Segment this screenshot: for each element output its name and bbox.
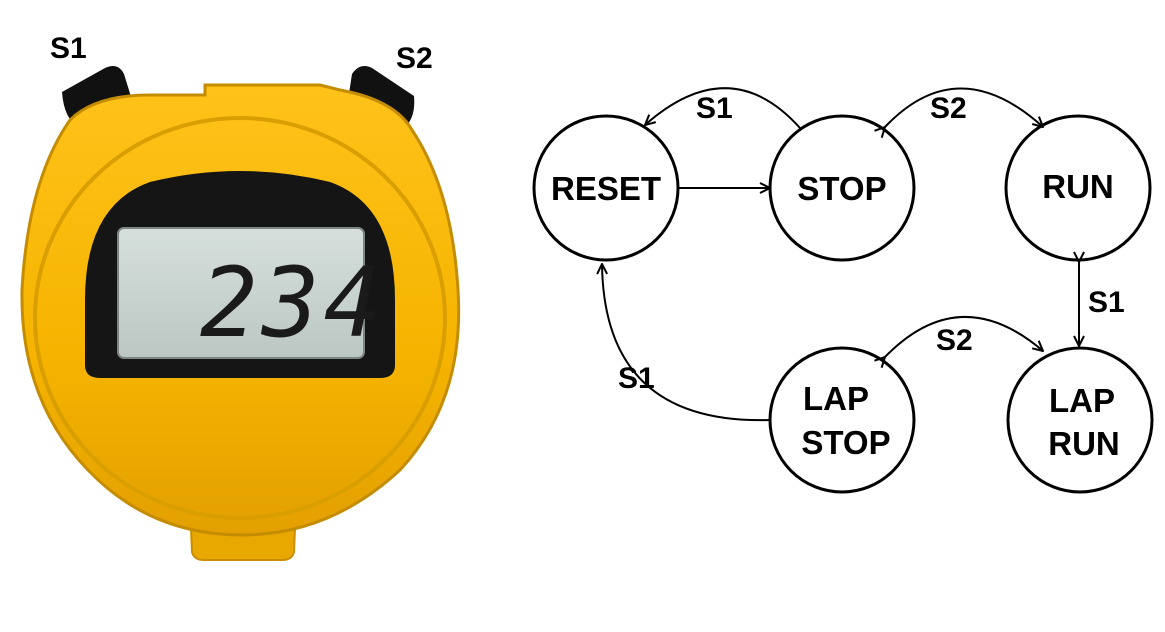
state-lap-run-label-1: LAP: [1049, 382, 1115, 419]
edge-label-run-lap-run: S1: [1088, 286, 1125, 319]
edge-label-lap-stop-to-reset: S1: [618, 362, 655, 395]
edge-lap-stop-to-reset: [602, 264, 771, 422]
edge-label-lap-stop-lap-run: S2: [936, 324, 973, 357]
state-lap-stop-label-1: LAP: [803, 380, 869, 417]
edge-label-stop-run: S2: [930, 92, 967, 125]
state-run-label: RUN: [1042, 168, 1114, 205]
state-lap-stop-label-2: STOP: [801, 424, 890, 461]
state-reset-label: RESET: [551, 170, 661, 207]
state-lap-run-label-2: RUN: [1048, 425, 1120, 462]
state-lap-run: [1006, 346, 1154, 494]
lcd-display: [117, 227, 365, 359]
stopwatch-face-ring: [33, 116, 447, 520]
edge-stop-to-reset: [645, 87, 801, 129]
lcd-digits: 234: [200, 247, 385, 359]
edge-stop-run: [885, 87, 1043, 128]
edge-label-stop-to-reset: S1: [696, 92, 733, 125]
button-s1-label: S1: [50, 32, 87, 65]
state-stop-label: STOP: [797, 170, 886, 207]
state-lap-stop: [768, 346, 916, 494]
button-s2-label: S2: [396, 42, 433, 75]
state-diagram: RESET STOP RUN LAP STOP LAP RUN S1 S2 S1…: [532, 87, 1154, 494]
edge-lap-stop-lap-run: [885, 315, 1043, 357]
stopwatch: S1 S2 234: [20, 32, 461, 561]
